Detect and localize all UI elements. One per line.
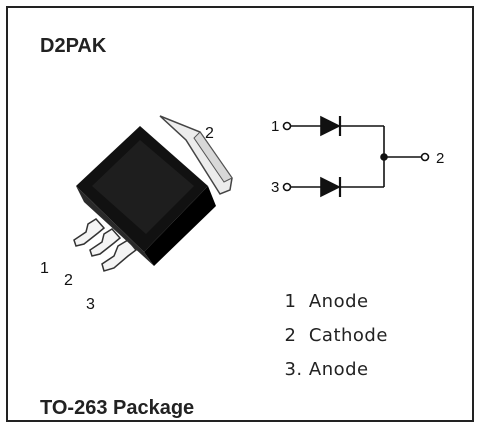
- legend-num: 2: [284, 325, 297, 346]
- terminal-1-label: 1: [271, 118, 279, 135]
- package-title: D2PAK: [40, 35, 107, 57]
- lead-2: [89, 228, 122, 257]
- terminal-2: [420, 152, 430, 162]
- tab-pin-label: 2: [205, 125, 214, 142]
- pin-3-label: 3: [86, 296, 95, 313]
- terminal-1: [282, 121, 292, 131]
- terminal-3-label: 3: [271, 179, 279, 196]
- legend-name: Cathode: [308, 325, 388, 346]
- legend-name: Anode: [308, 359, 369, 380]
- lead-1: [73, 218, 106, 247]
- legend-item-3: 3. Anode: [272, 338, 369, 380]
- package-leads: [73, 218, 138, 272]
- package-body: [76, 126, 216, 266]
- terminal-3: [282, 182, 292, 192]
- pin-1-label: 1: [40, 260, 49, 277]
- legend-name: Anode: [308, 291, 369, 312]
- pin-2-label: 2: [64, 272, 73, 289]
- legend-item-2: 2 Cathode: [272, 304, 388, 346]
- legend-num: 3.: [284, 359, 303, 380]
- legend-item-1: 1 Anode: [272, 270, 369, 312]
- package-footer: TO-263 Package: [40, 397, 195, 419]
- terminal-2-label: 2: [436, 150, 444, 167]
- legend-num: 1: [284, 291, 297, 312]
- diode-2: [320, 176, 341, 198]
- figure-frame: [6, 6, 474, 422]
- diode-1: [320, 115, 341, 137]
- schematic-diagram: [282, 115, 430, 198]
